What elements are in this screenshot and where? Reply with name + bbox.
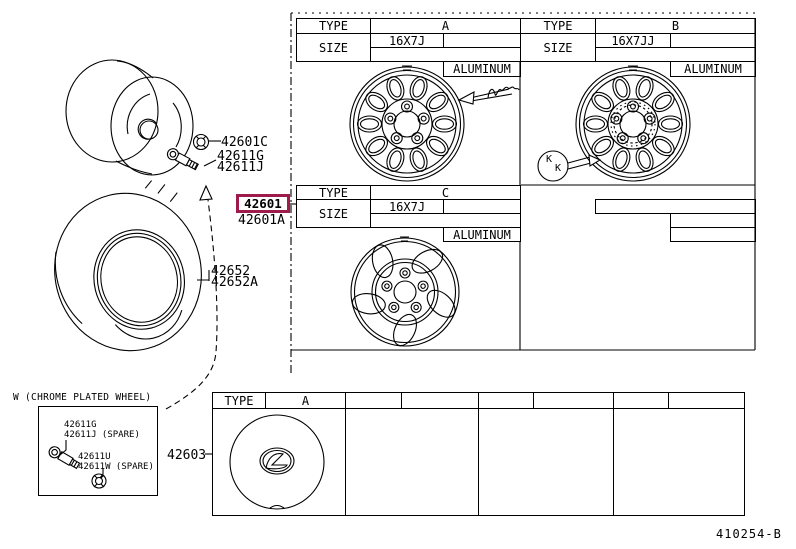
cap-table-type-header: TYPE: [212, 392, 266, 409]
table-c-type-label: TYPE: [319, 185, 348, 200]
part-label-42652[interactable]: 42652: [211, 264, 251, 279]
table-b-type-value: B: [671, 19, 680, 33]
part-label-42611j[interactable]: 42611J: [217, 160, 264, 175]
cap-table-header-empty-2: [401, 392, 479, 409]
table-c-right-empty-3: [670, 227, 756, 242]
table-a-type-header: TYPE: [296, 18, 371, 34]
cap-table-header-empty-6: [668, 392, 745, 409]
spare-valve-drawing: [48, 440, 107, 489]
selected-part-box-42601[interactable]: 42601: [236, 194, 290, 213]
table-a-type-value: A: [441, 19, 450, 33]
table-c-type-value-cell: C: [370, 185, 521, 200]
table-c-type-value: C: [441, 185, 450, 200]
k-mark-1: K: [546, 154, 553, 165]
cap-table-type-value: A: [301, 393, 310, 408]
grid-frame: [290, 12, 757, 375]
hub-drawing: [65, 59, 194, 176]
table-b-type-value-cell: B: [595, 18, 756, 34]
table-c-right-empty-1: [595, 199, 756, 214]
table-c-empty-row: [370, 213, 521, 228]
cap-table-type-label: TYPE: [224, 393, 254, 408]
tire-drawing: [54, 180, 210, 352]
part-label-42601a[interactable]: 42601A: [238, 213, 285, 228]
center-cap-drawing: [205, 414, 325, 510]
aluminum-label-c: ALUMINUM: [453, 227, 511, 242]
wheel-c-drawing: [345, 235, 465, 350]
table-b-size-value: 16X7JJ: [611, 33, 655, 48]
table-c-right-empty-2: [670, 213, 756, 228]
aluminum-label-a: ALUMINUM: [453, 62, 511, 76]
table-b-type-header: TYPE: [520, 18, 596, 34]
cap-table-header-empty-1: [345, 392, 402, 409]
part-label-42611j-spare-box[interactable]: 42611J (SPARE): [64, 430, 140, 440]
cap-table-body-cap-cell: [212, 408, 346, 516]
table-b-empty-row: [595, 47, 756, 62]
cap-table-body-empty-1: [345, 408, 479, 516]
scribble-annotation: [457, 86, 520, 105]
table-a-empty-row: [370, 47, 521, 62]
hub-bolt-drawing: [192, 133, 221, 151]
part-label-42601c[interactable]: 42601C: [221, 135, 268, 150]
table-a-size-header: SIZE: [296, 33, 371, 62]
part-label-42652a[interactable]: 42652A: [211, 275, 258, 290]
diagram-code: 410254-B: [716, 527, 782, 541]
chrome-box: [38, 406, 158, 496]
table-b-size-header: SIZE: [520, 33, 596, 62]
table-a-size-value-cell: 16X7J: [370, 33, 444, 48]
table-c-type-header: TYPE: [296, 185, 371, 200]
cap-table-body-empty-2: [478, 408, 614, 516]
valve-stem-drawing: [166, 148, 217, 171]
table-c-size-value-cell: 16X7J: [370, 199, 444, 214]
cap-table-header-empty-4: [533, 392, 614, 409]
table-b-size-value-cell: 16X7JJ: [595, 33, 671, 48]
part-label-42611w-box[interactable]: 42611W (SPARE): [78, 462, 154, 472]
cap-table-type-value-cell: A: [265, 392, 346, 409]
part-label-42611g-spare-box[interactable]: 42611G: [64, 420, 97, 430]
table-b-empty-cell: [670, 33, 756, 48]
table-a-size-label: SIZE: [319, 40, 348, 55]
part-label-42611u-box[interactable]: 42611U: [78, 452, 111, 462]
table-c-size-label: SIZE: [319, 206, 348, 221]
table-a-type-value-cell: A: [370, 18, 521, 34]
k-annotation: [537, 150, 602, 182]
table-c-size-header: SIZE: [296, 199, 371, 228]
table-c-empty-cell: [443, 199, 521, 214]
k-mark-2: K: [555, 163, 562, 174]
part-label-42601[interactable]: 42601: [244, 196, 282, 211]
table-a-empty-cell: [443, 33, 521, 48]
cap-table-body-empty-3: [613, 408, 745, 516]
table-a-size-value: 16X7J: [388, 33, 426, 48]
flow-arrow: [165, 184, 218, 410]
cap-table-header-empty-3: [478, 392, 534, 409]
table-c-material-tag: ALUMINUM: [443, 227, 521, 242]
wheel-a-drawing: [349, 65, 465, 182]
wheel-b-drawing: [575, 65, 691, 182]
table-b-material-tag: ALUMINUM: [670, 61, 756, 77]
table-b-type-label: TYPE: [543, 19, 573, 33]
part-label-42603[interactable]: 42603: [167, 448, 207, 463]
table-c-size-value: 16X7J: [388, 199, 426, 214]
cap-table-header-empty-5: [613, 392, 669, 409]
table-a-material-tag: ALUMINUM: [443, 61, 521, 77]
chrome-box-title: W (CHROME PLATED WHEEL): [13, 392, 152, 403]
table-a-type-label: TYPE: [319, 19, 348, 33]
aluminum-label-b: ALUMINUM: [684, 62, 742, 76]
table-b-size-label: SIZE: [543, 40, 573, 55]
part-label-42611g[interactable]: 42611G: [217, 149, 264, 164]
